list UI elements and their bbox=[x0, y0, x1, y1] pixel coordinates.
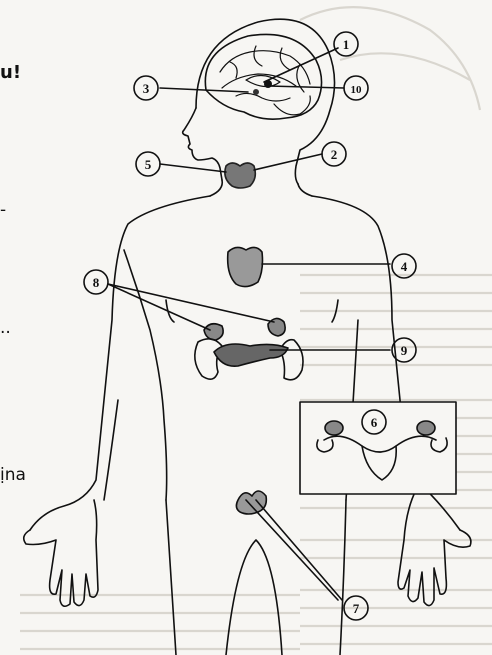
ovary-left bbox=[325, 421, 343, 435]
right-hand bbox=[398, 490, 471, 606]
right-leg bbox=[340, 500, 346, 655]
left-shoulder-arm bbox=[30, 196, 210, 530]
thymus bbox=[228, 247, 263, 286]
callout-4: 4 bbox=[401, 259, 408, 274]
head-outline bbox=[196, 19, 335, 184]
brain-outline bbox=[205, 34, 321, 119]
callout-3: 3 bbox=[143, 81, 150, 96]
thyroid-gland bbox=[225, 163, 255, 188]
callout-2: 2 bbox=[331, 147, 338, 162]
callout-7: 7 bbox=[353, 601, 360, 616]
left-leg bbox=[166, 500, 176, 655]
callout-5: 5 bbox=[145, 157, 152, 172]
ovary-right bbox=[417, 421, 435, 435]
crotch bbox=[226, 540, 282, 655]
pancreas bbox=[214, 344, 288, 366]
callout-10: 10 bbox=[351, 84, 363, 96]
callout-9: 9 bbox=[401, 343, 408, 358]
left-inner-arm bbox=[104, 400, 118, 500]
callout-8: 8 bbox=[93, 275, 100, 290]
callout-6: 6 bbox=[371, 415, 378, 430]
left-torso-side bbox=[124, 250, 167, 500]
left-hand bbox=[24, 500, 98, 606]
testes bbox=[236, 491, 266, 514]
adrenal-left bbox=[204, 324, 223, 340]
callout-1: 1 bbox=[343, 37, 350, 52]
